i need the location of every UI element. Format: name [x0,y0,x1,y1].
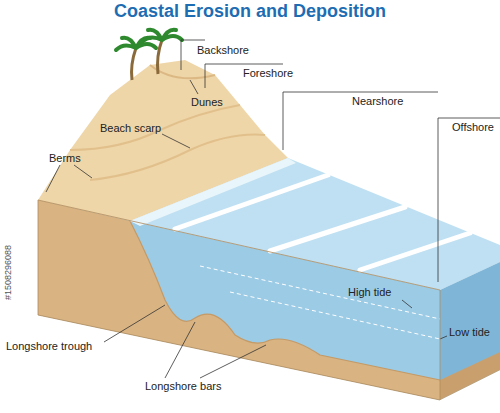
leader-line [402,300,412,308]
zone-label: Foreshore [243,67,293,80]
palm-tree [116,30,182,80]
wave-crest [270,207,405,251]
block-outline [38,200,440,400]
feature-label: Berms [49,152,81,165]
berm-ridge [90,135,265,180]
feature-label: Longshore bars [145,380,221,393]
diagram-title: Coastal Erosion and Deposition [0,1,500,22]
tide-label: Low tide [449,326,490,339]
tide-label: High tide [348,286,391,299]
feature-label: Longshore trough [6,340,92,353]
zone-bracket [181,40,500,282]
high-tide-line [200,266,440,319]
feature-label: Beach scarp [100,122,161,135]
leader-line [440,336,447,339]
floor-side [440,352,500,400]
wave-crest [360,233,470,270]
watermark: #1508296088 [2,245,15,300]
water-side [440,262,500,400]
leader-line [46,80,266,378]
feature-label: Dunes [191,96,223,109]
low-tide-line [230,292,440,339]
zone-label: Offshore [452,121,494,134]
wave-crest [175,175,328,229]
zone-label: Nearshore [352,95,403,108]
sea-surface [130,158,500,290]
berm-ridge [70,105,240,150]
zone-label: Backshore [197,44,249,57]
